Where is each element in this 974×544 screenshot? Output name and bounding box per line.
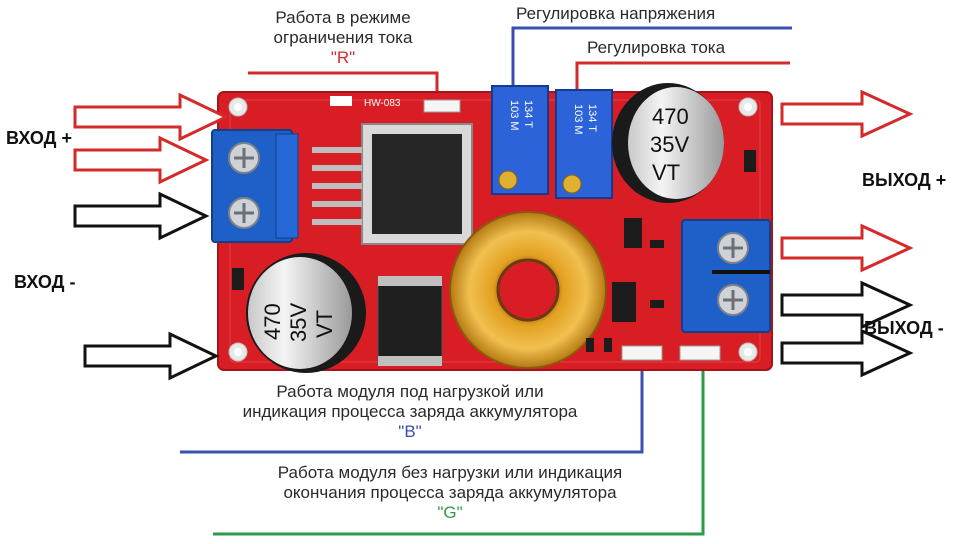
callout-line-load-indication <box>180 365 644 454</box>
input-minus-arrow-2 <box>83 331 220 381</box>
input-terminal-block <box>211 129 299 243</box>
label-noload-indication-code: "G" <box>437 503 463 522</box>
capacitor-bottom: 470 35V VT <box>246 253 366 373</box>
output-plus-arrow-2 <box>780 223 914 273</box>
label-noload-indication: Работа модуля без нагрузки или индикация… <box>195 463 705 523</box>
svg-text:VT: VT <box>312 310 337 338</box>
callout-line-current-adjust <box>575 61 790 92</box>
led-r <box>423 99 461 113</box>
input-minus-arrow-1 <box>73 191 210 241</box>
label-load-indication-line1: Работа модуля под нагрузкой или <box>276 382 544 401</box>
input-plus-arrow-2 <box>73 135 210 185</box>
schottky-diode <box>377 276 443 366</box>
led-b <box>621 345 663 361</box>
smd-resistor <box>330 96 352 106</box>
label-current-adjust: Регулировка тока <box>587 38 726 57</box>
arrows <box>73 89 914 381</box>
smd-components <box>232 150 756 352</box>
callout-line-current-limit <box>248 71 439 98</box>
label-current-limit-code: "R" <box>330 48 356 67</box>
svg-text:103 M: 103 M <box>572 104 584 135</box>
voltage-trimmer: 134 T 103 M <box>491 85 549 195</box>
label-input-minus: ВХОД - <box>14 272 76 292</box>
model-marking: HW-083 <box>364 98 401 109</box>
regulator-ic <box>312 123 473 245</box>
output-minus-arrow-2 <box>780 328 914 378</box>
label-output-minus: ВЫХОД - <box>864 318 944 338</box>
callout-line-noload-indication <box>213 365 705 536</box>
callout-line-voltage-adjust <box>511 26 792 92</box>
output-minus-arrow-1 <box>780 280 914 330</box>
label-voltage-adjust: Регулировка напряжения <box>516 4 716 23</box>
label-load-indication-line2: индикация процесса заряда аккумулятора <box>242 402 578 421</box>
toroid-inductor <box>449 211 607 369</box>
current-trimmer: 134 T 103 M <box>555 89 613 199</box>
output-plus-arrow-1 <box>780 89 914 139</box>
label-noload-indication-line2: окончания процесса заряда аккумулятора <box>283 483 617 502</box>
mounting-holes <box>228 97 758 362</box>
svg-text:35V: 35V <box>286 303 311 342</box>
svg-text:134 T: 134 T <box>586 104 598 132</box>
label-noload-indication-line1: Работа модуля без нагрузки или индикация <box>277 463 623 482</box>
label-input-plus: ВХОД + <box>6 128 72 148</box>
capacitor-top: 470 35V VT <box>612 83 724 203</box>
svg-text:103 M: 103 M <box>508 100 520 131</box>
label-current-limit: Работа в режиме ограничения тока "R" <box>248 8 438 68</box>
output-terminal-block <box>681 219 771 333</box>
label-current-limit-line2: ограничения тока <box>273 28 413 47</box>
callout-lines <box>180 26 792 536</box>
svg-text:470: 470 <box>260 303 285 340</box>
led-g <box>679 345 721 361</box>
svg-text:35V: 35V <box>650 132 689 157</box>
label-load-indication-code: "B" <box>398 422 422 441</box>
svg-text:VT: VT <box>652 160 680 185</box>
svg-text:470: 470 <box>652 104 689 129</box>
label-output-plus: ВЫХОД + <box>862 170 947 190</box>
label-current-limit-line1: Работа в режиме <box>275 8 411 27</box>
svg-text:134 T: 134 T <box>522 100 534 128</box>
label-load-indication: Работа модуля под нагрузкой или индикаци… <box>165 382 655 442</box>
input-plus-arrow-1 <box>73 92 230 142</box>
